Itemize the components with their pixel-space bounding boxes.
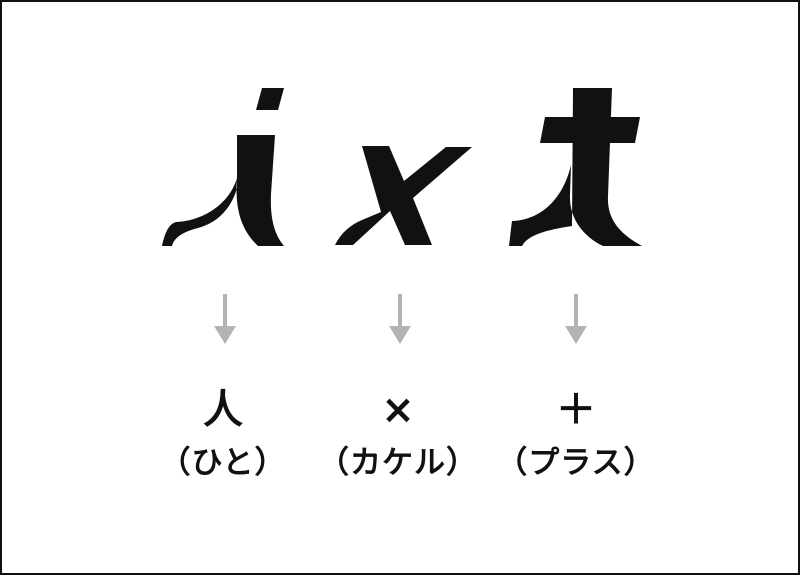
logo-t-stroke bbox=[509, 88, 642, 246]
logo-x bbox=[335, 146, 472, 245]
logo-i-stroke bbox=[162, 135, 284, 246]
down-arrow-icon-2 bbox=[389, 294, 411, 344]
symbol-multiply: × bbox=[381, 387, 415, 433]
reading-plus: （プラス） bbox=[496, 445, 656, 481]
reading-person: （ひと） bbox=[159, 445, 287, 481]
reading-multiply: （カケル） bbox=[318, 445, 478, 481]
logo-t-crossbar bbox=[540, 117, 640, 143]
down-arrow-icon-3 bbox=[565, 294, 587, 344]
logo-i-dot bbox=[256, 88, 284, 110]
symbol-person: 人 bbox=[203, 387, 243, 433]
down-arrow-icon-1 bbox=[214, 294, 236, 344]
symbol-plus: ＋ bbox=[556, 387, 596, 433]
